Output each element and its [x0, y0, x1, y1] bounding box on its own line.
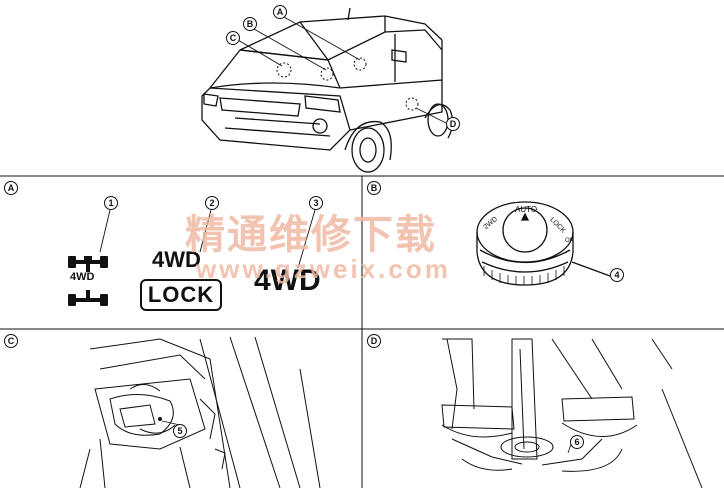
item-6-label: 6: [570, 435, 584, 449]
panel-d-header: D: [367, 334, 381, 348]
item-2-label: 2: [205, 196, 219, 210]
item-1-label: 1: [104, 196, 118, 210]
dial-label-auto: AUTO: [515, 205, 538, 214]
drivetrain-4wd-icon: [68, 256, 108, 306]
item-5-label: 5: [173, 424, 187, 438]
lock-indicator-4wd-text: 4WD: [152, 247, 201, 272]
item-4-label: 4: [610, 268, 624, 282]
callout-a: A: [273, 5, 287, 19]
engine-bay-illustration: [79, 336, 321, 488]
panel-a-header: A: [4, 181, 18, 195]
callout-b: B: [243, 17, 257, 31]
panel-c-header: C: [4, 334, 18, 348]
drive-mode-dial: [476, 201, 611, 286]
panel-b-header: B: [367, 181, 381, 195]
panel-a-leaders: [99, 209, 316, 269]
dial-label-on: ON: [565, 238, 574, 244]
callout-c: C: [226, 31, 240, 45]
watermark-url: www.gzweix.com: [196, 254, 451, 284]
watermark-chinese: 精通维修下载: [185, 213, 437, 257]
icon-4wd-text: 4WD: [70, 271, 95, 283]
lock-indicator-box: LOCK: [140, 279, 222, 311]
item-3-label: 3: [309, 196, 323, 210]
vehicle-illustration: [201, 7, 454, 173]
underbody-illustration: [441, 338, 703, 488]
plain-4wd-indicator: 4WD: [254, 264, 321, 297]
callout-d: D: [446, 117, 460, 131]
